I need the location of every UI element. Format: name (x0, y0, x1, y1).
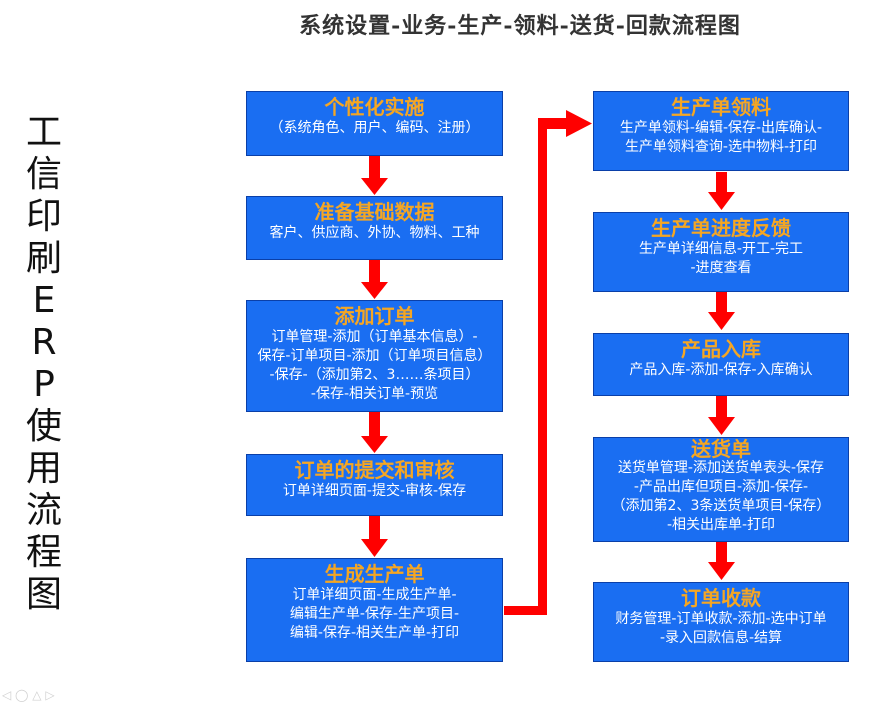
side-title-char: 流 (25, 490, 62, 531)
step-detail: -录入回款信息-结算 (659, 630, 783, 646)
step-add-order: 添加订单 订单管理-添加（订单基本信息）- 保存-订单项目-添加（订单项目信息）… (246, 300, 503, 412)
side-title-char: 使 (25, 406, 62, 447)
step-detail: -保存-（添加第2、3……条项目） (269, 367, 480, 383)
step-heading: 订单的提交和审核 (294, 458, 455, 482)
step-generate-production: 生成生产单 订单详细页面-生成生产单- 编辑生产单-保存-生产项目- 编辑-保存… (246, 558, 503, 662)
step-detail: （系统角色、用户、编码、注册） (269, 120, 480, 136)
step-material-requisition: 生产单领料 生产单领料-编辑-保存-出库确认- 生产单领料查询-选中物料-打印 (593, 91, 849, 171)
side-title-char: 程 (25, 532, 62, 573)
side-title-char: 信 (25, 154, 62, 195)
step-heading: 生成生产单 (324, 562, 425, 586)
step-heading: 产品入库 (681, 337, 761, 361)
step-detail: （添加第2、3条送货单项目-保存） (611, 498, 831, 514)
step-delivery-note: 送货单 送货单管理-添加送货单表头-保存 -产品出库但项目-添加-保存- （添加… (593, 437, 849, 542)
arrow-down (361, 156, 388, 195)
side-title-char: 图 (25, 574, 62, 615)
arrow-down (361, 260, 388, 299)
page-title: 系统设置-业务-生产-领料-送货-回款流程图 (299, 13, 741, 39)
side-title-char: R (31, 322, 57, 363)
step-personalization: 个性化实施 （系统角色、用户、编码、注册） (246, 91, 503, 156)
step-base-data: 准备基础数据 客户、供应商、外协、物料、工种 (246, 196, 503, 260)
step-detail: 订单详细页面-生成生产单- (292, 587, 457, 603)
side-title-char: 刷 (25, 238, 62, 279)
step-detail: -相关出库单-打印 (666, 517, 776, 533)
step-detail: 编辑-保存-相关生产单-打印 (289, 625, 460, 641)
arrow-down (361, 516, 388, 557)
step-order-payment: 订单收款 财务管理-订单收款-添加-选中订单 -录入回款信息-结算 (593, 582, 849, 662)
side-title-char: E (32, 280, 56, 321)
step-heading: 订单收款 (681, 586, 761, 610)
step-heading: 生产单进度反馈 (651, 216, 791, 240)
step-detail: 产品入库-添加-保存-入库确认 (629, 362, 813, 378)
step-warehousing: 产品入库 产品入库-添加-保存-入库确认 (593, 333, 849, 396)
step-detail: -保存-相关订单-预览 (310, 386, 439, 402)
step-detail: 订单详细页面-提交-审核-保存 (282, 483, 467, 499)
connector-left-to-right (504, 110, 592, 615)
step-detail: -进度查看 (690, 260, 752, 276)
step-heading: 生产单领料 (671, 95, 771, 119)
step-detail: 送货单管理-添加送货单表头-保存 (617, 460, 825, 476)
step-detail: -产品出库但项目-添加-保存- (633, 479, 809, 495)
step-detail: 客户、供应商、外协、物料、工种 (269, 225, 480, 241)
step-heading: 送货单 (691, 437, 751, 461)
step-heading: 添加订单 (334, 304, 415, 328)
step-submit-review: 订单的提交和审核 订单详细页面-提交-审核-保存 (246, 454, 503, 516)
side-title-char: P (33, 364, 55, 405)
step-detail: 生产单详细信息-开工-完工 (638, 241, 804, 257)
step-heading: 准备基础数据 (314, 200, 435, 224)
step-detail: 保存-订单项目-添加（订单项目信息） (257, 348, 492, 364)
arrow-down (708, 396, 735, 435)
side-title-char: 用 (25, 448, 62, 489)
side-title-char: 印 (25, 196, 62, 237)
step-detail: 生产单领料查询-选中物料-打印 (624, 139, 818, 155)
arrow-down (708, 542, 735, 580)
side-title-char: 工 (25, 112, 62, 153)
faint-toolbar-icons: ◁ ◯ △ ▷ (2, 688, 55, 702)
step-progress-feedback: 生产单进度反馈 生产单详细信息-开工-完工 -进度查看 (593, 212, 849, 292)
side-title: 工 信 印 刷 E R P 使 用 流 程 图 (22, 112, 66, 616)
arrow-down (361, 412, 388, 453)
arrow-down (708, 292, 735, 330)
step-detail: 生产单领料-编辑-保存-出库确认- (619, 120, 823, 136)
step-detail: 订单管理-添加（订单基本信息）- (271, 329, 478, 345)
step-heading: 个性化实施 (324, 95, 425, 119)
step-detail: 编辑生产单-保存-生产项目- (289, 606, 460, 622)
step-detail: 财务管理-订单收款-添加-选中订单 (615, 611, 827, 627)
arrow-down (708, 172, 735, 210)
